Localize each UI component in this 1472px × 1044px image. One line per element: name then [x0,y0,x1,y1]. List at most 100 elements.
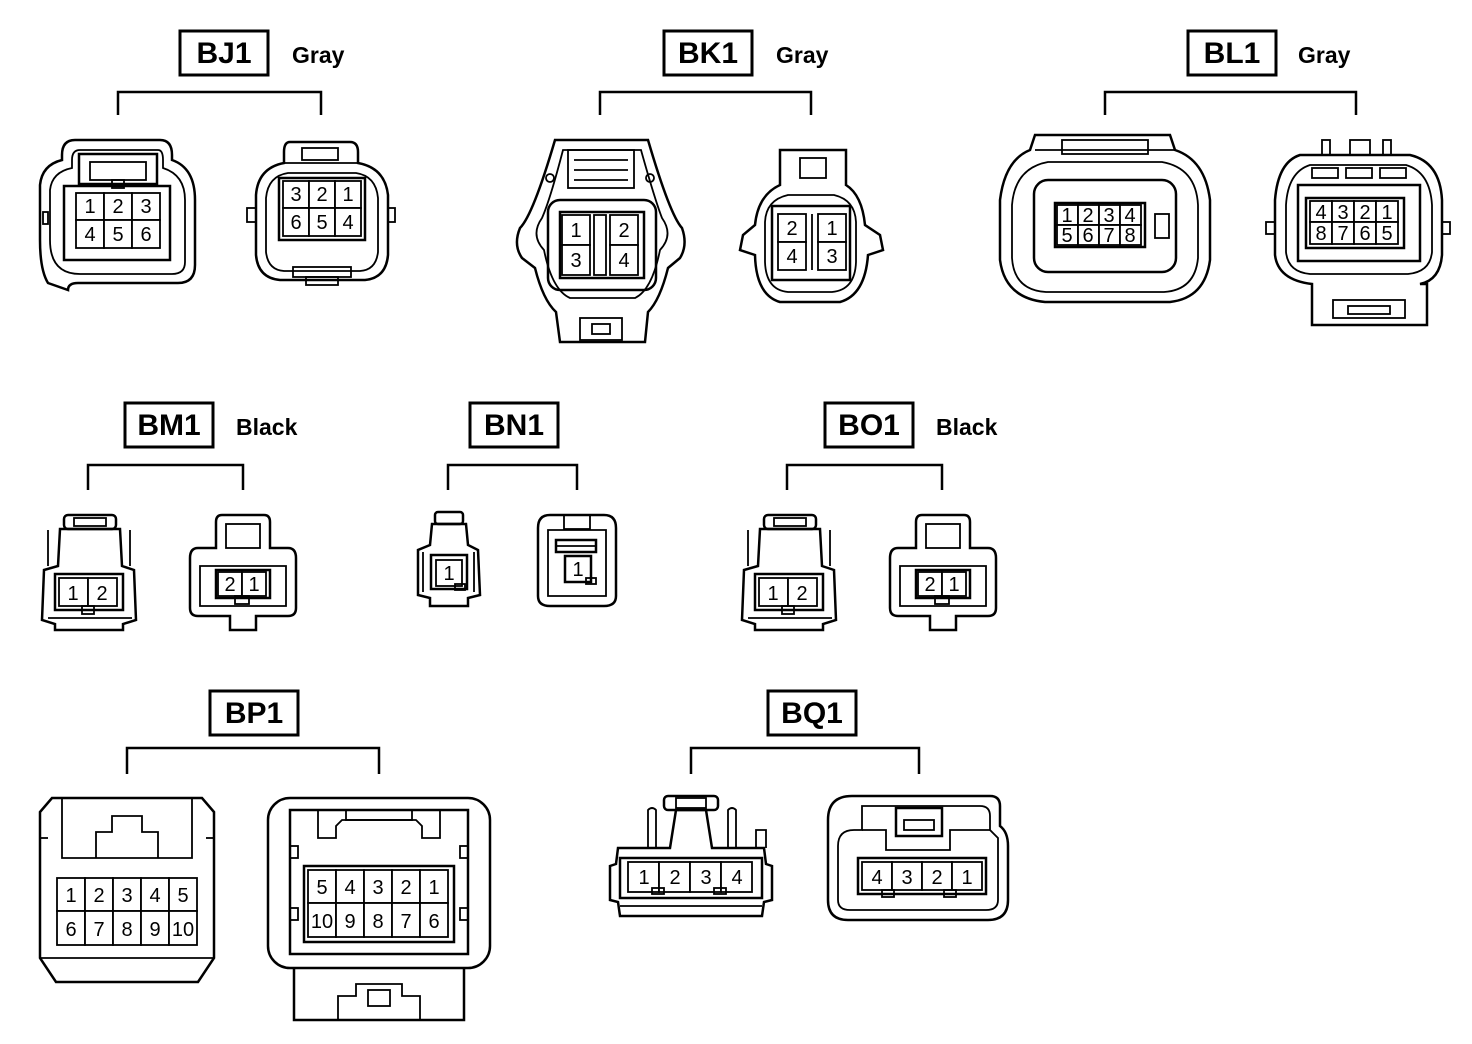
pin-label: 2 [1082,205,1093,227]
pin-label: 1 [84,196,95,218]
pair-bracket [86,463,245,490]
pin-label: 2 [316,184,327,206]
pin-label: 1 [443,563,454,585]
pin-label: 7 [1103,225,1114,247]
male-connector: 3 2 1 6 5 4 [246,140,396,286]
male-connector: 2 1 [188,513,298,632]
pin-label: 2 [96,583,107,605]
connector-code-box [208,689,300,737]
pin-label: 5 [1381,223,1392,245]
connector-bp1: BP1 1 2 3 4 5 6 7 8 [38,689,492,1022]
pin-label: 2 [618,220,629,242]
pin-label: 1 [948,574,959,596]
pin-label: 1 [1381,202,1392,224]
connector-bn1: BN1 1 1 [416,401,618,608]
pin-label: 6 [428,911,439,933]
pin-label: 3 [570,250,581,272]
pin-label: 3 [121,885,132,907]
pin-label: 3 [826,246,837,268]
connector-color: Gray [292,42,345,68]
pin-label: 1 [961,867,972,889]
pin-label: 1 [826,218,837,240]
connector-code-box [468,401,560,449]
pin-label: 7 [1337,223,1348,245]
connector-bm1: BM1 Black 1 2 2 1 [40,401,298,632]
male-connector: 2 1 [888,513,998,632]
pin-label: 1 [67,583,78,605]
connector-code-box [178,29,270,77]
pin-label: 2 [93,885,104,907]
pin-label: 4 [84,224,95,246]
female-connector: 1 2 3 4 5 6 7 8 [998,133,1212,304]
pin-label: 10 [311,911,333,933]
pin-label: 1 [638,867,649,889]
pin-label: 5 [1061,225,1072,247]
pin-label: 5 [316,877,327,899]
pin-label: 3 [290,184,301,206]
pin-label: 2 [924,574,935,596]
pin-label: 9 [149,919,160,941]
connector-bl1: BL1 Gray 1 2 3 4 5 6 7 8 [998,29,1451,327]
pin-label: 1 [767,583,778,605]
pin-label: 3 [1337,202,1348,224]
pin-label: 4 [871,867,882,889]
pin-label: 7 [93,919,104,941]
pin-label: 2 [931,867,942,889]
pin-label: 5 [112,224,123,246]
connector-code: BJ1 [196,37,251,70]
male-connector: 4 3 2 1 8 7 6 5 [1265,139,1451,327]
pair-bracket [446,463,579,490]
connector-code-box [662,29,754,77]
pin-label: 4 [731,867,742,889]
pin-label: 3 [700,867,711,889]
connector-code: BM1 [137,409,200,442]
male-connector: 4 3 2 1 [826,794,1010,922]
pair-bracket [1103,90,1358,115]
connector-bj1: BJ1 Gray 1 2 3 4 5 6 [38,29,396,292]
pin-label: 6 [1082,225,1093,247]
pin-label: 3 [901,867,912,889]
pin-label: 5 [177,885,188,907]
connector-code-box [766,689,858,737]
female-connector: 1 2 3 4 [515,138,686,344]
pin-label: 1 [248,574,259,596]
pin-label: 4 [1315,202,1326,224]
pin-label: 2 [224,574,235,596]
pin-label: 4 [342,212,353,234]
pin-label: 7 [400,911,411,933]
pin-label: 3 [372,877,383,899]
pin-label: 6 [290,212,301,234]
pair-bracket [125,746,381,774]
female-connector: 1 2 3 4 5 6 7 8 9 10 [38,796,216,984]
connector-bo1: BO1 Black 1 2 2 1 [740,401,998,632]
pin-label: 2 [786,218,797,240]
connector-code: BL1 [1204,37,1261,70]
connector-code: BP1 [225,697,283,730]
male-connector: 5 4 3 2 1 10 9 8 7 6 [266,796,492,1022]
female-connector: 1 [416,510,482,608]
connector-code: BK1 [678,37,738,70]
pin-label: 1 [428,877,439,899]
connector-code: BQ1 [781,697,843,730]
male-connector: 2 1 4 3 [738,148,885,304]
male-connector: 1 [536,513,618,608]
pin-label: 1 [65,885,76,907]
pin-label: 6 [1359,223,1370,245]
connector-bq1: BQ1 1 2 3 4 [608,689,1010,922]
pin-label: 1 [572,559,583,581]
pair-bracket [689,746,921,774]
pin-label: 3 [140,196,151,218]
connector-code-box [1186,29,1278,77]
pin-label: 4 [344,877,355,899]
pin-label: 2 [796,583,807,605]
pin-label: 3 [1103,205,1114,227]
pair-bracket [785,463,944,490]
pin-label: 4 [618,250,629,272]
pin-label: 1 [342,184,353,206]
pin-label: 4 [149,885,160,907]
pin-label: 1 [570,220,581,242]
pin-label: 4 [786,246,797,268]
female-connector: 1 2 [40,513,138,632]
connector-color: Gray [776,42,829,68]
